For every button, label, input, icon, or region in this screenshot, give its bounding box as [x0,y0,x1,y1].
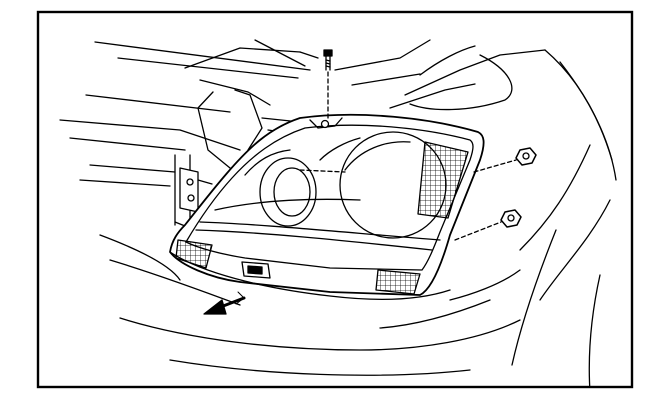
headlamp-assembly [169,113,485,300]
removal-direction-arrow [203,291,246,315]
vehicle-body-structure [59,39,617,387]
mounting-nut-upper [473,147,537,173]
mounting-nut-lower [454,209,522,241]
mounting-bolt [323,49,333,119]
